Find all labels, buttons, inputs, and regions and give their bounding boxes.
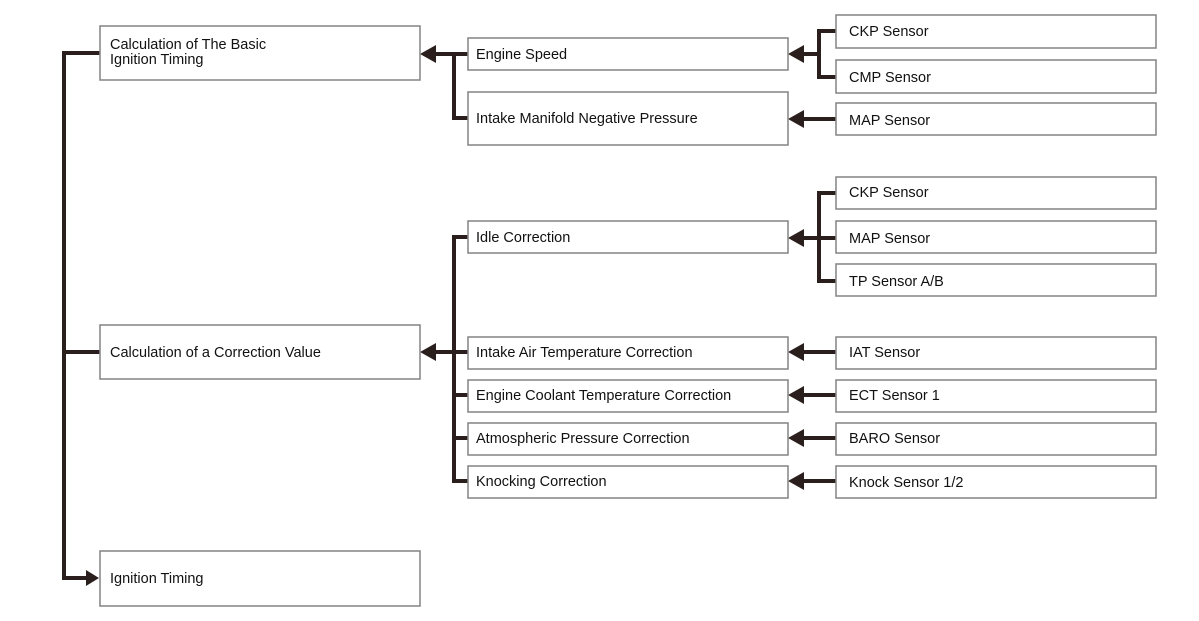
engine-speed-box: Engine Speed xyxy=(467,37,789,71)
knock-sensor-label: Knock Sensor 1/2 xyxy=(849,475,963,491)
iat-correction-box: Intake Air Temperature Correction xyxy=(467,336,789,370)
ignition-timing-box: Ignition Timing xyxy=(99,550,421,607)
baro-sensor-box: BARO Sensor xyxy=(835,422,1157,456)
arrow-to-atm-correction xyxy=(788,429,804,447)
basic-timing-label-line2: Ignition Timing xyxy=(110,52,204,68)
arrow-to-engine-speed xyxy=(788,45,804,63)
map-sensor-label-2: MAP Sensor xyxy=(849,231,930,247)
ckp-cmp-connector xyxy=(817,29,836,79)
ckp-sensor-label-2: CKP Sensor xyxy=(849,185,929,201)
knock-correction-box: Knocking Correction xyxy=(467,465,789,499)
atm-correction-label: Atmospheric Pressure Correction xyxy=(476,431,690,447)
ignition-timing-label: Ignition Timing xyxy=(110,571,204,587)
iat-correction-label: Intake Air Temperature Correction xyxy=(476,345,693,361)
arrow-to-ignition-timing xyxy=(86,570,99,586)
correction-value-label: Calculation of a Correction Value xyxy=(110,345,321,361)
basic-timing-box: Calculation of The Basic Ignition Timing xyxy=(99,25,421,81)
arrow-to-intake-manifold xyxy=(788,110,804,128)
cmp-sensor-label: CMP Sensor xyxy=(849,70,931,86)
iat-sensor-label: IAT Sensor xyxy=(849,345,920,361)
idle-correction-label: Idle Correction xyxy=(476,230,570,246)
ckp-sensor-box-2: CKP Sensor xyxy=(835,176,1157,210)
ckp-sensor-box-1: CKP Sensor xyxy=(835,14,1157,49)
arrow-to-ect-correction xyxy=(788,386,804,404)
ect-correction-box: Engine Coolant Temperature Correction xyxy=(467,379,789,413)
intake-manifold-box: Intake Manifold Negative Pressure xyxy=(467,91,789,146)
knock-sensor-box: Knock Sensor 1/2 xyxy=(835,465,1157,499)
ect-correction-label: Engine Coolant Temperature Correction xyxy=(476,388,731,404)
tp-sensor-label: TP Sensor A/B xyxy=(849,274,944,290)
idle-correction-box: Idle Correction xyxy=(467,220,789,254)
atm-correction-box: Atmospheric Pressure Correction xyxy=(467,422,789,456)
basic-inputs-connector xyxy=(452,52,468,120)
ect-sensor-label: ECT Sensor 1 xyxy=(849,388,940,404)
basic-timing-label-line1: Calculation of The Basic xyxy=(110,37,266,53)
intake-manifold-label: Intake Manifold Negative Pressure xyxy=(476,111,698,127)
tp-sensor-box: TP Sensor A/B xyxy=(835,263,1157,297)
trunk-connector xyxy=(62,51,100,580)
arrow-to-correction-value xyxy=(420,343,436,361)
correction-value-box: Calculation of a Correction Value xyxy=(99,324,421,380)
map-sensor-label-1: MAP Sensor xyxy=(849,113,930,129)
map-sensor-box-1: MAP Sensor xyxy=(835,102,1157,136)
map-sensor-box-2: MAP Sensor xyxy=(835,220,1157,254)
arrow-to-knock-correction xyxy=(788,472,804,490)
ect-sensor-box: ECT Sensor 1 xyxy=(835,379,1157,413)
engine-speed-label: Engine Speed xyxy=(476,47,567,63)
arrow-to-iat-correction xyxy=(788,343,804,361)
iat-sensor-box: IAT Sensor xyxy=(835,336,1157,370)
arrow-to-idle-correction xyxy=(788,229,804,247)
ckp-sensor-label-1: CKP Sensor xyxy=(849,24,929,40)
correction-inputs-connector xyxy=(452,235,468,483)
knock-correction-label: Knocking Correction xyxy=(476,474,607,490)
arrow-to-basic-timing xyxy=(420,45,436,63)
cmp-sensor-box: CMP Sensor xyxy=(835,59,1157,94)
baro-sensor-label: BARO Sensor xyxy=(849,431,940,447)
